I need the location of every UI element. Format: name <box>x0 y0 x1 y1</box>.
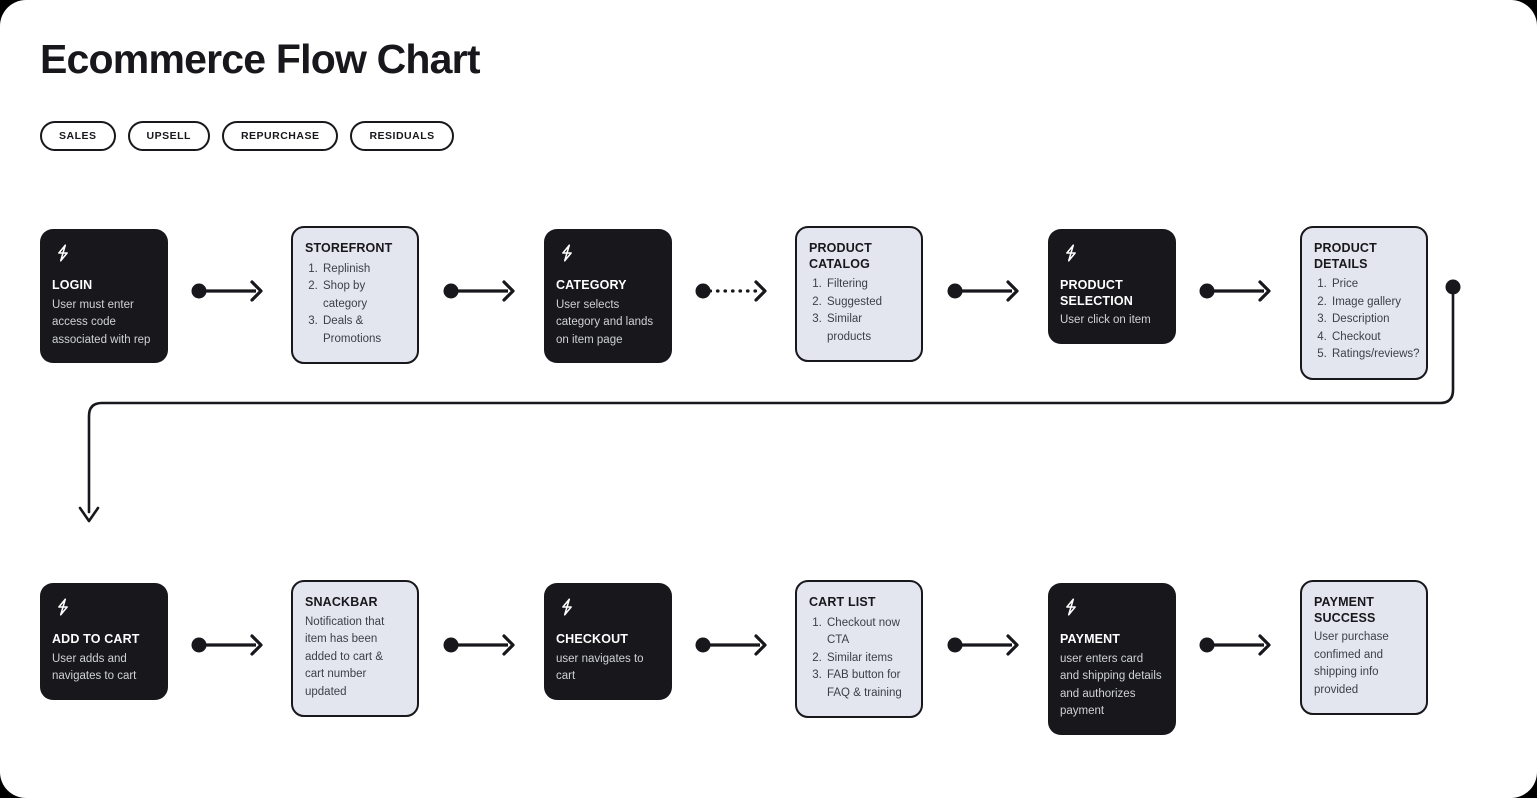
connector-add-to-cart-to-snackbar <box>191 634 263 656</box>
list-item: Suggested <box>825 294 909 311</box>
card-title: PRODUCT DETAILS <box>1314 241 1377 271</box>
card-list: Replinish Shop by category Deals & Promo… <box>321 261 405 348</box>
card-add-to-cart[interactable]: ADD TO CART User adds and navigates to c… <box>40 583 168 700</box>
page-title: Ecommerce Flow Chart <box>40 36 480 82</box>
list-item: Similar items <box>825 650 909 667</box>
card-title: CHECKOUT <box>556 632 629 646</box>
card-description: Notification that item has been added to… <box>305 615 385 698</box>
list-item: Replinish <box>321 261 405 278</box>
card-product-details[interactable]: PRODUCT DETAILS Price Image gallery Desc… <box>1300 226 1428 380</box>
pill-repurchase[interactable]: REPURCHASE <box>221 121 339 151</box>
connector-checkout-to-cart-list <box>695 634 767 656</box>
card-login[interactable]: LOGIN User must enter access code associ… <box>40 229 168 364</box>
connector-login-to-storefront <box>191 280 263 302</box>
card-description: User adds and navigates to cart <box>52 652 137 683</box>
card-product-catalog[interactable]: PRODUCT CATALOG Filtering Suggested Simi… <box>795 226 923 363</box>
connector-product-selection-to-product-details <box>1199 280 1271 302</box>
list-item: Filtering <box>825 276 909 293</box>
card-checkout[interactable]: CHECKOUT user navigates to cart <box>544 583 672 700</box>
lightning-bolt-icon <box>58 598 68 616</box>
list-item: Deals & Promotions <box>321 313 405 348</box>
card-list: Filtering Suggested Similar products <box>825 276 909 346</box>
pill-upsell[interactable]: UPSELL <box>127 121 210 151</box>
connector-category-to-product-catalog <box>695 280 767 302</box>
connector-cart-list-to-payment <box>947 634 1019 656</box>
tag-pill-row: SALES UPSELL REPURCHASE RESIDUALS <box>40 121 454 151</box>
card-title: ADD TO CART <box>52 632 140 646</box>
pill-sales[interactable]: SALES <box>40 121 116 151</box>
list-item: FAB button for FAQ & training <box>825 667 909 702</box>
card-description: User must enter access code associated w… <box>52 298 151 346</box>
card-description: User selects category and lands on item … <box>556 298 654 346</box>
card-title: PRODUCT CATALOG <box>809 241 872 271</box>
card-storefront[interactable]: STOREFRONT Replinish Shop by category De… <box>291 226 419 364</box>
list-item: Ratings/reviews? <box>1330 346 1420 363</box>
list-item: Image gallery <box>1330 294 1414 311</box>
card-list: Price Image gallery Description Checkout… <box>1330 276 1420 363</box>
card-title: STOREFRONT <box>305 241 393 255</box>
pill-residuals[interactable]: RESIDUALS <box>350 121 454 151</box>
card-product-selection[interactable]: PRODUCT SELECTION User click on item <box>1048 229 1176 344</box>
lightning-bolt-icon <box>1066 598 1076 616</box>
lightning-bolt-icon <box>1066 244 1076 262</box>
connector-snackbar-to-checkout <box>443 634 515 656</box>
connector-product-details-wrap-to-add-to-cart <box>78 279 1461 523</box>
card-description: user enters card and shipping details an… <box>1060 652 1162 718</box>
connector-payment-to-payment-success <box>1199 634 1271 656</box>
card-payment[interactable]: PAYMENT user enters card and shipping de… <box>1048 583 1176 735</box>
card-category[interactable]: CATEGORY User selects category and lands… <box>544 229 672 364</box>
card-title: CATEGORY <box>556 278 627 292</box>
list-item: Similar products <box>825 311 909 346</box>
list-item: Checkout <box>1330 329 1414 346</box>
lightning-bolt-icon <box>58 244 68 262</box>
connector-product-catalog-to-product-selection <box>947 280 1019 302</box>
card-cart-list[interactable]: CART LIST Checkout now CTA Similar items… <box>795 580 923 718</box>
card-title: LOGIN <box>52 278 93 292</box>
card-title: CART LIST <box>809 595 876 609</box>
list-item: Description <box>1330 311 1414 328</box>
card-description: user navigates to cart <box>556 652 644 683</box>
card-description: User purchase confimed and shipping info… <box>1314 631 1389 696</box>
card-title: PAYMENT <box>1060 632 1121 646</box>
card-description: User click on item <box>1060 314 1151 327</box>
card-payment-success[interactable]: PAYMENT SUCCESS User purchase confimed a… <box>1300 580 1428 716</box>
list-item: Checkout now CTA <box>825 615 909 650</box>
card-snackbar[interactable]: SNACKBAR Notification that item has been… <box>291 580 419 717</box>
card-list: Checkout now CTA Similar items FAB butto… <box>825 615 909 702</box>
connector-storefront-to-category <box>443 280 515 302</box>
list-item: Price <box>1330 276 1414 293</box>
card-title: PAYMENT SUCCESS <box>1314 595 1376 625</box>
lightning-bolt-icon <box>562 244 572 262</box>
lightning-bolt-icon <box>562 598 572 616</box>
card-title: SNACKBAR <box>305 595 378 609</box>
list-item: Shop by category <box>321 278 405 313</box>
card-title: PRODUCT SELECTION <box>1060 278 1133 308</box>
